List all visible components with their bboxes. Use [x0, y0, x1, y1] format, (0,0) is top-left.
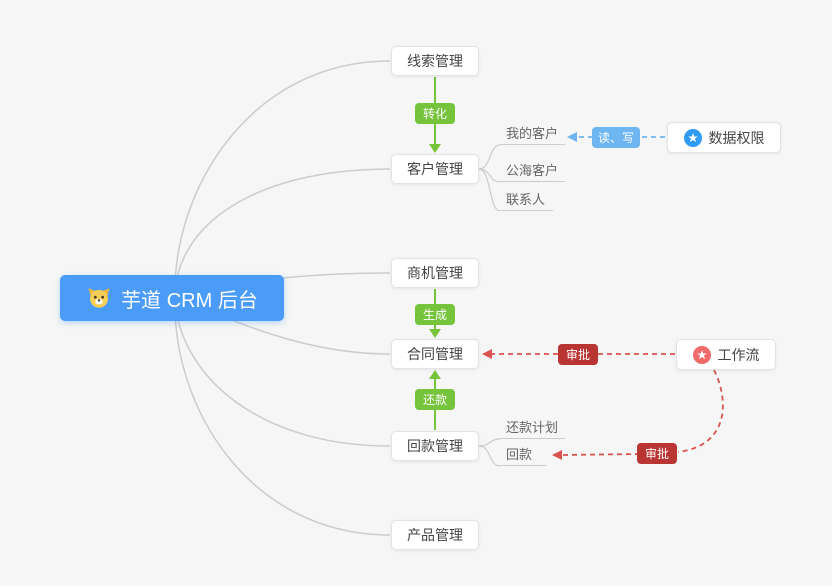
child-connector-lines	[478, 144, 501, 467]
subnode-contact[interactable]: 联系人	[500, 190, 553, 211]
node-workflow[interactable]: 工作流	[676, 339, 776, 370]
star-icon	[683, 128, 702, 147]
node-contract-management[interactable]: 合同管理	[391, 339, 479, 369]
badge-approve-receivable[interactable]: 审批	[637, 443, 677, 464]
badge-read-write[interactable]: 读、写	[592, 127, 640, 148]
root-node-label: 芋道 CRM 后台	[121, 289, 258, 312]
subnode-my-customer[interactable]: 我的客户	[500, 124, 565, 145]
subnode-repayment[interactable]: 回款	[500, 445, 546, 466]
star-icon	[692, 345, 711, 364]
node-business-management[interactable]: 商机管理	[391, 258, 479, 288]
dog-icon	[86, 285, 112, 311]
workflow-label: 工作流	[717, 346, 760, 363]
node-receivable-management[interactable]: 回款管理	[391, 431, 479, 461]
badge-approve-contract[interactable]: 审批	[558, 344, 598, 365]
data-permission-label: 数据权限	[708, 129, 765, 146]
badge-generate[interactable]: 生成	[415, 304, 455, 325]
badge-transform[interactable]: 转化	[415, 103, 455, 124]
badge-repay[interactable]: 还款	[415, 389, 455, 410]
subnode-repayment-plan[interactable]: 还款计划	[500, 418, 565, 439]
node-product-management[interactable]: 产品管理	[391, 520, 479, 550]
node-data-permission[interactable]: 数据权限	[667, 122, 781, 153]
approve-receivable-arrow	[552, 369, 724, 460]
root-node-crm-admin[interactable]: 芋道 CRM 后台	[60, 275, 284, 321]
subnode-open-sea-customer[interactable]: 公海客户	[500, 161, 565, 182]
node-customer-management[interactable]: 客户管理	[391, 154, 479, 184]
node-clue-management[interactable]: 线索管理	[391, 46, 479, 76]
